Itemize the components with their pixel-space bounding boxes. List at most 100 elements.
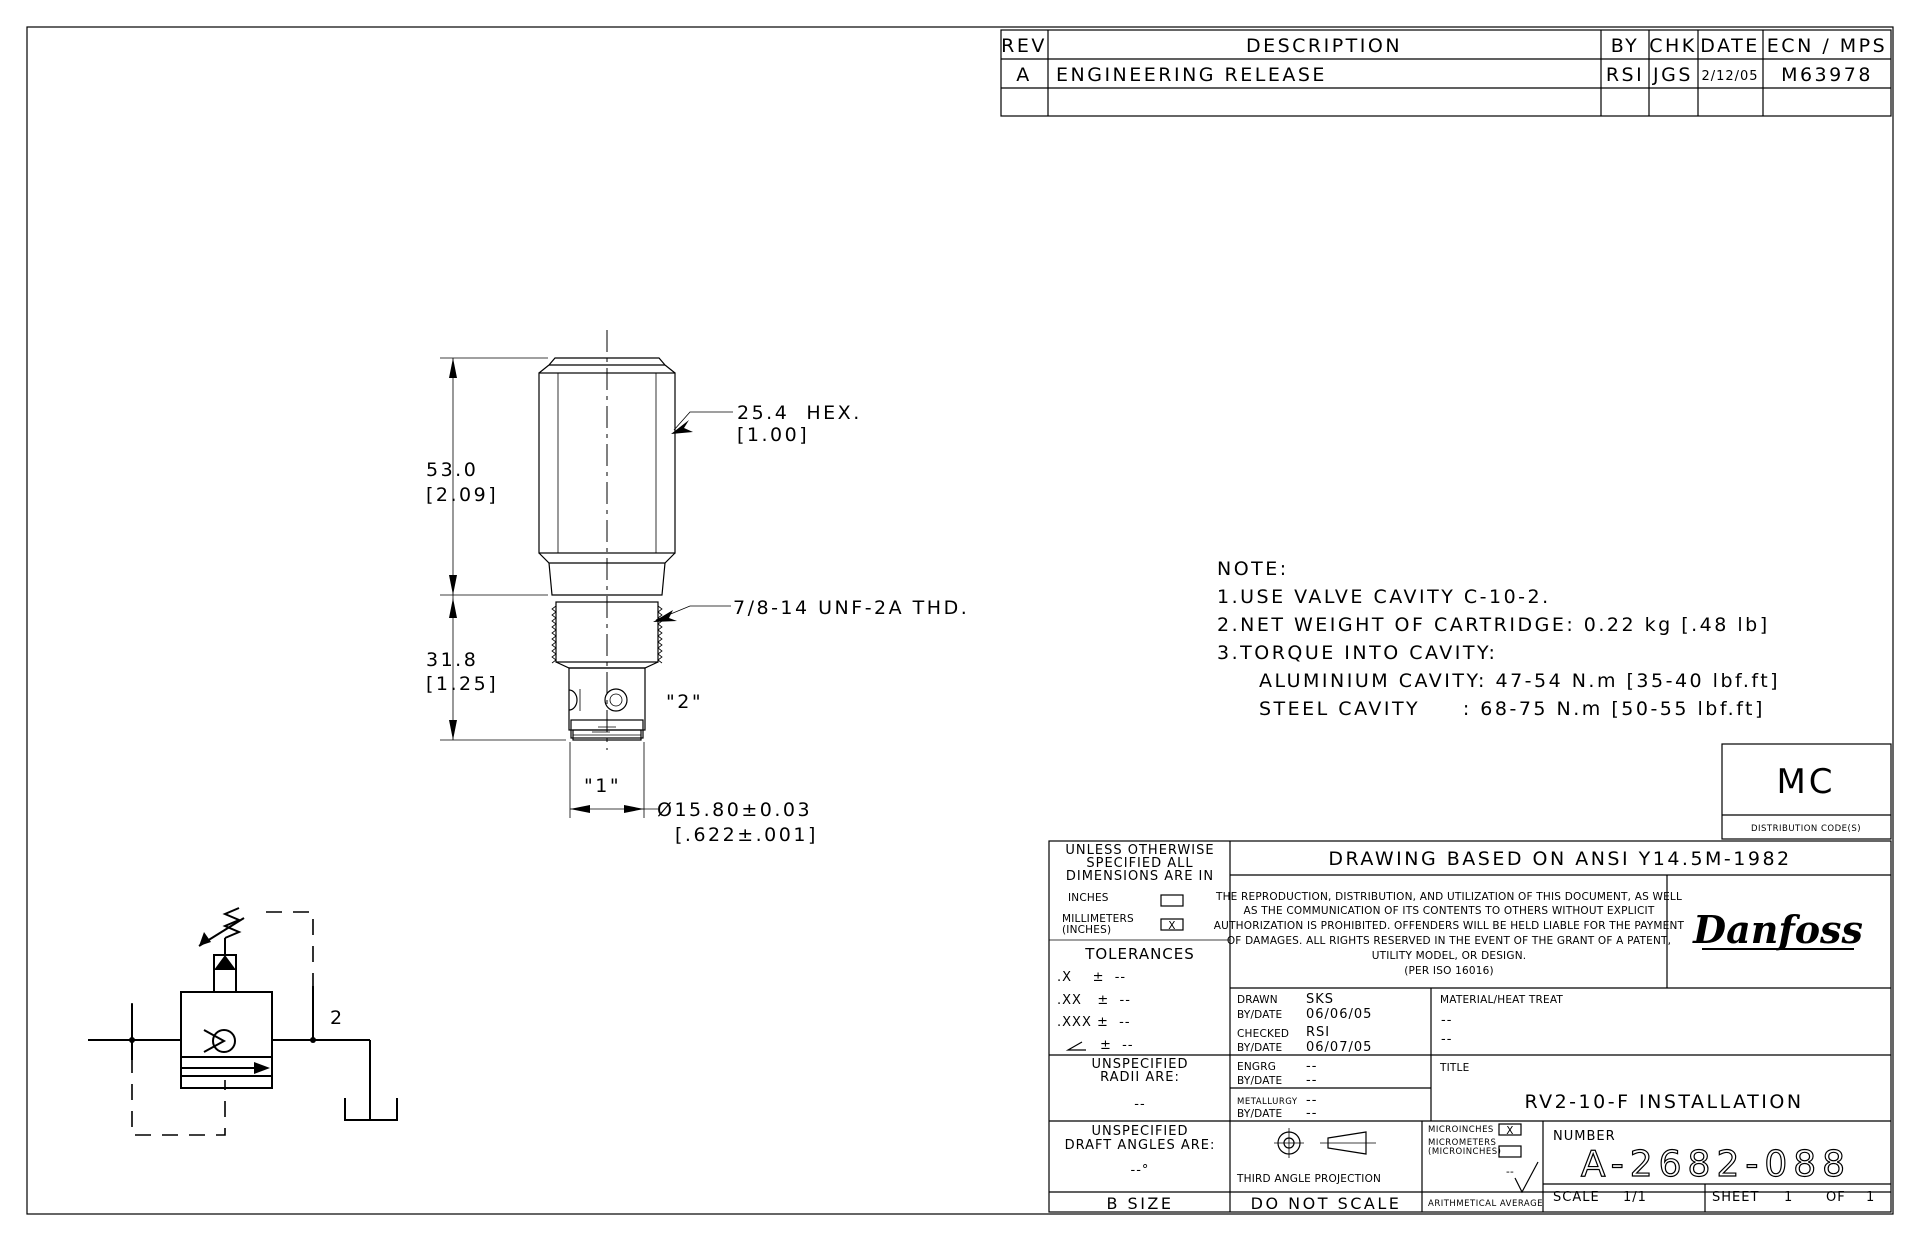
lower-length-in: [1.25] — [426, 673, 498, 695]
engrg-by-date-label: BY/DATE — [1237, 1075, 1282, 1087]
checked-value: RSI — [1306, 1025, 1330, 1040]
rev-header-date: DATE — [1700, 35, 1759, 57]
checked-date: 06/07/05 — [1306, 1040, 1372, 1055]
cartridge-drawing — [538, 330, 676, 750]
port-1-label: "1" — [584, 775, 621, 797]
rev-row-rev: A — [1016, 64, 1032, 86]
note-line-4: ALUMINIUM CAVITY: 47-54 N.m [35-40 lbf.f… — [1259, 670, 1780, 692]
title-block: UNLESS OTHERWISE SPECIFIED ALL DIMENSION… — [1048, 840, 1892, 1213]
rev-header-chk: CHK — [1649, 35, 1697, 57]
arithmetical-average-label: ARITHMETICAL AVERAGE — [1428, 1199, 1543, 1209]
engrg-value: -- — [1306, 1059, 1317, 1074]
units-inches-checkbox — [1160, 894, 1184, 907]
tolerance-angle: ± -- — [1100, 1038, 1134, 1053]
port-2-hole — [604, 688, 628, 712]
micrometers-label: MICROMETERS — [1428, 1138, 1496, 1148]
note-line-1: 1.USE VALVE CAVITY C-10-2. — [1217, 586, 1551, 608]
drawing-number: A-2682-088 — [1581, 1144, 1851, 1185]
rev-header-description: DESCRIPTION — [1246, 35, 1402, 57]
microinches-mark: X — [1506, 1125, 1513, 1137]
dimension-labels: 25.4 HEX. [1.00] 53.0 [2.09] 7/8-14 UNF-… — [426, 402, 967, 846]
note-line-5: STEEL CAVITY : 68-75 N.m [50-55 lbf.ft] — [1259, 698, 1765, 720]
diameter-mm: Ø15.80±0.03 — [657, 799, 812, 821]
distribution-code-box: MC DISTRIBUTION CODE(S) — [1721, 743, 1892, 840]
hex-size-in: [1.00] — [737, 424, 809, 446]
legal-line-4: OF DAMAGES. ALL RIGHTS RESERVED IN THE E… — [1227, 935, 1671, 947]
valve-symbol — [180, 991, 273, 1089]
do-not-scale: DO NOT SCALE — [1251, 1194, 1402, 1213]
diameter-in: [.622±.001] — [675, 824, 818, 846]
microinches-label: MICROINCHES — [1428, 1125, 1494, 1135]
tolerances-label: TOLERANCES — [1084, 945, 1195, 963]
tolerance-xx: .XX ± -- — [1057, 993, 1131, 1008]
drawn-by-date-label: BY/DATE — [1237, 1009, 1282, 1021]
port-2-label: "2" — [666, 691, 703, 713]
engrg-label: ENGRG — [1237, 1061, 1276, 1073]
surface-finish-icon — [1514, 1161, 1539, 1194]
rev-row-ecn: M63978 — [1781, 64, 1873, 86]
hex-size-mm: 25.4 HEX. — [737, 402, 862, 424]
units-mm-checkbox — [1160, 918, 1184, 931]
revision-block: REV DESCRIPTION BY CHK DATE ECN / MPS A … — [1000, 29, 1892, 117]
scale-value: 1/1 — [1623, 1190, 1647, 1205]
sheet-border — [26, 26, 1894, 1215]
lower-length-mm: 31.8 — [426, 649, 478, 671]
rev-row-date: 2/12/05 — [1701, 69, 1758, 84]
microinches-checkbox — [1498, 1123, 1522, 1136]
legal-line-1: THE REPRODUCTION, DISTRIBUTION, AND UTIL… — [1215, 891, 1682, 903]
drawn-value: SKS — [1306, 992, 1334, 1007]
tolerance-x: .X ± -- — [1057, 970, 1126, 985]
hydraulic-schematic: 2 — [88, 907, 398, 1136]
legal-line-3: AUTHORIZATION IS PROHIBITED. OFFENDERS W… — [1214, 920, 1685, 932]
draft-line-1: UNSPECIFIED — [1092, 1124, 1189, 1139]
projection-label: THIRD ANGLE PROJECTION — [1236, 1173, 1381, 1185]
radii-value: -- — [1134, 1097, 1145, 1112]
number-label: NUMBER — [1553, 1129, 1616, 1144]
drawing-title: RV2-10-F INSTALLATION — [1524, 1091, 1803, 1113]
sheet-number: 1 — [1784, 1190, 1793, 1205]
radii-line-1: UNSPECIFIED — [1092, 1057, 1189, 1072]
notes-heading: NOTE: — [1217, 558, 1289, 580]
legal-line-2: AS THE COMMUNICATION OF ITS CONTENTS TO … — [1244, 905, 1655, 917]
rev-row-description: ENGINEERING RELEASE — [1056, 64, 1327, 86]
schematic-port-2-label: 2 — [330, 1007, 345, 1029]
angle-symbol-icon — [1065, 1041, 1086, 1051]
of-label: OF — [1826, 1190, 1846, 1205]
rev-header-rev: REV — [1001, 35, 1047, 57]
radii-line-2: RADII ARE: — [1100, 1070, 1180, 1085]
note-line-3: 3.TORQUE INTO CAVITY: — [1217, 642, 1497, 664]
surface-finish-value: -- — [1506, 1166, 1514, 1178]
sheet-label: SHEET — [1712, 1190, 1759, 1205]
micrometers-paren-label: (MICROINCHES) — [1428, 1147, 1501, 1157]
legal-line-6: (PER ISO 16016) — [1404, 965, 1494, 977]
danfoss-logo: Danfoss — [1692, 907, 1863, 952]
sheet-size: B SIZE — [1106, 1194, 1173, 1213]
title-label: TITLE — [1439, 1062, 1469, 1074]
units-mm-label: MILLIMETERS — [1062, 913, 1134, 925]
distribution-code-label: DISTRIBUTION CODE(S) — [1751, 824, 1861, 834]
distribution-code: MC — [1776, 762, 1835, 802]
rev-row-by: RSI — [1606, 64, 1644, 86]
checked-label: CHECKED — [1237, 1028, 1289, 1040]
metallurgy-by-date-label: BY/DATE — [1237, 1108, 1282, 1120]
legal-line-5: UTILITY MODEL, OR DESIGN. — [1372, 950, 1527, 962]
draft-value: --° — [1131, 1163, 1150, 1178]
unless-line-2: SPECIFIED ALL — [1086, 856, 1193, 871]
material-label: MATERIAL/HEAT TREAT — [1440, 994, 1563, 1006]
checked-by-date-label: BY/DATE — [1237, 1042, 1282, 1054]
micrometers-checkbox — [1498, 1145, 1522, 1158]
units-inches-label: INCHES — [1068, 892, 1109, 904]
drawn-label: DRAWN — [1237, 994, 1278, 1006]
rev-header-ecn: ECN / MPS — [1767, 35, 1887, 57]
drawn-date: 06/06/05 — [1306, 1007, 1372, 1022]
units-mm-mark: X — [1168, 920, 1175, 932]
draft-line-2: DRAFT ANGLES ARE: — [1065, 1138, 1216, 1153]
rev-header-by: BY — [1611, 35, 1640, 57]
overall-length-in: [2.09] — [426, 484, 498, 506]
sheet-total: 1 — [1866, 1190, 1875, 1205]
note-line-2: 2.NET WEIGHT OF CARTRIDGE: 0.22 kg [.48 … — [1217, 614, 1770, 636]
unless-line-1: UNLESS OTHERWISE — [1065, 843, 1214, 858]
overall-length-mm: 53.0 — [426, 459, 478, 481]
engrg-date: -- — [1306, 1073, 1317, 1088]
